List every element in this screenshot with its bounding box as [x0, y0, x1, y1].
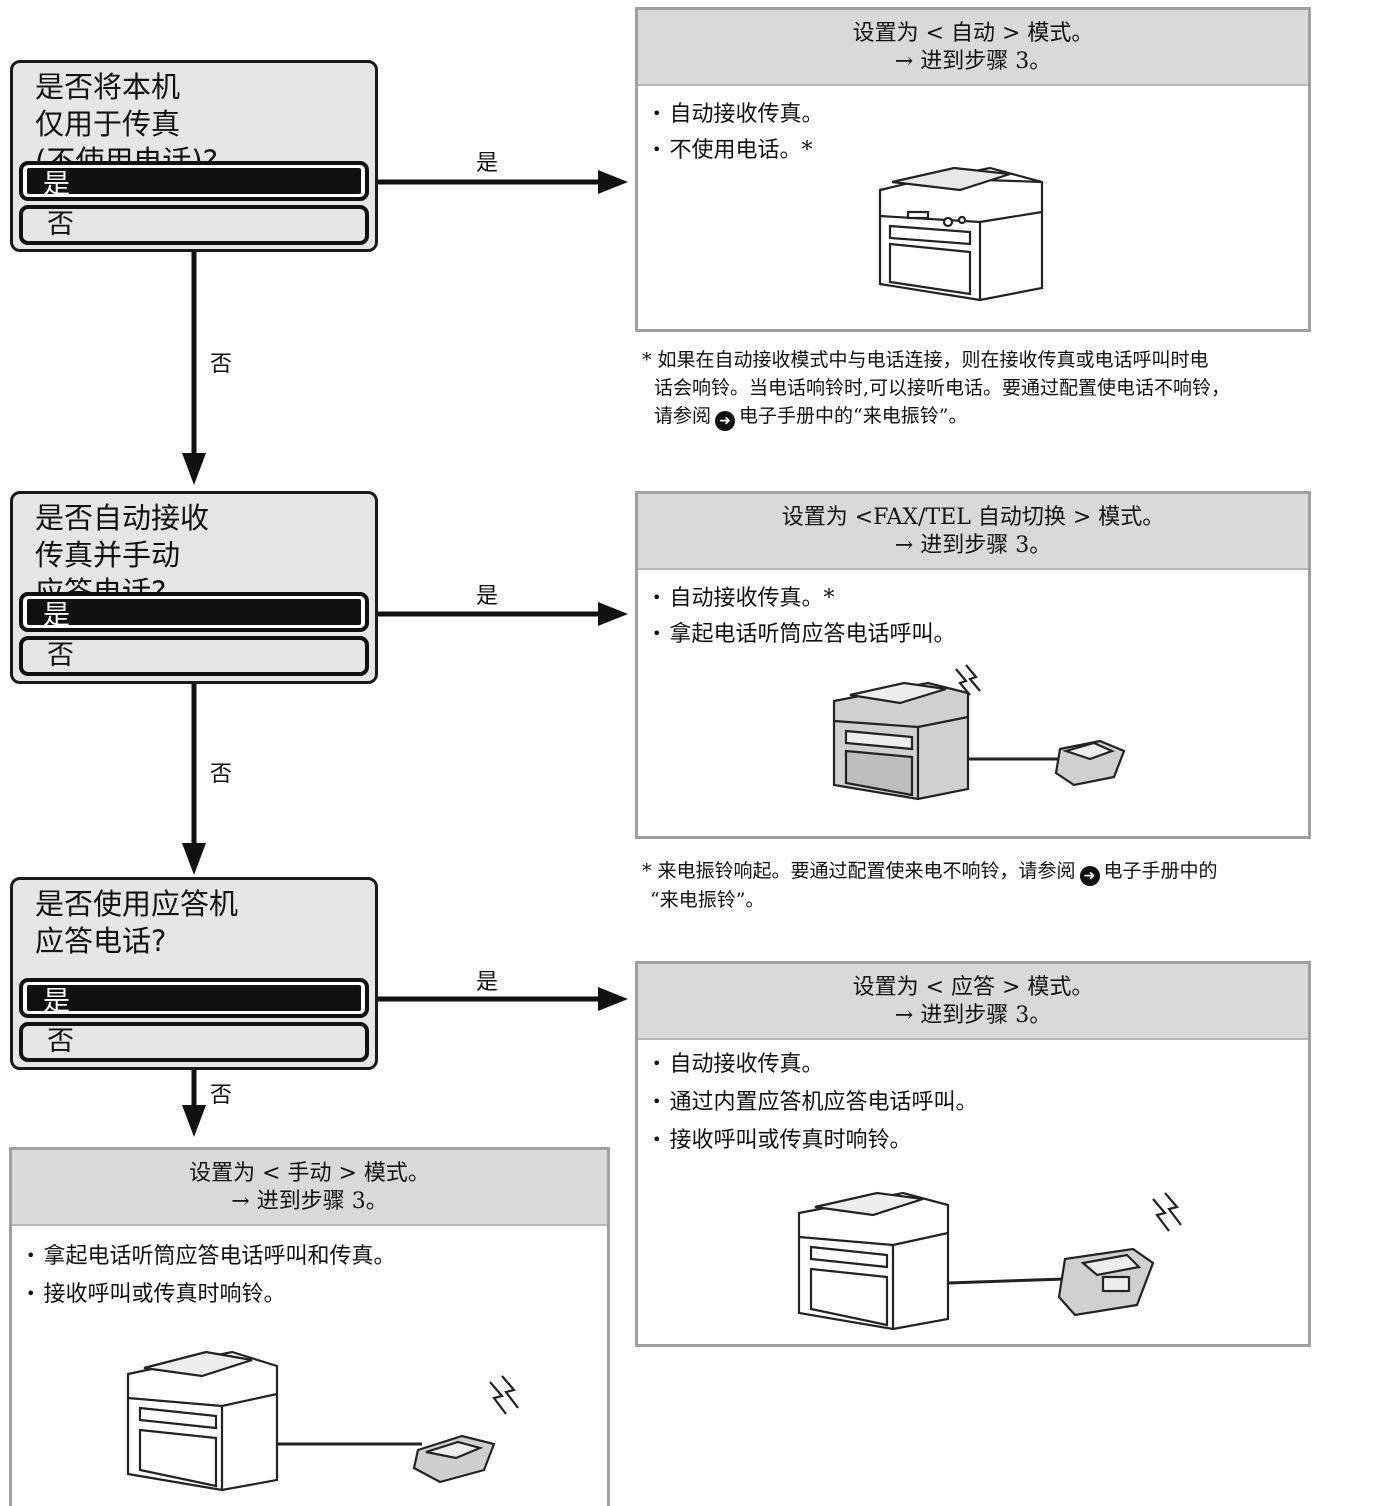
- option-no[interactable]: 否: [19, 205, 369, 245]
- footnote-auto: * 如果在自动接收模式中与电话连接，则在接收传真或电话呼叫时电 话会响铃。当电话…: [642, 349, 1231, 431]
- bullet-item: 接收呼叫或传真时响铃。: [26, 1276, 285, 1308]
- flow-label-no-3: 否: [210, 1083, 233, 1108]
- result-title: 设置为 < 手动 > 模式。: [189, 1161, 430, 1186]
- flow-label-yes-3: 是: [476, 970, 499, 995]
- result-fax-tel-mode: 设置为 <FAX/TEL 自动切换 > 模式。 → 进到步骤 3。 自动接收传真…: [635, 491, 1311, 839]
- option-no[interactable]: 否: [19, 1022, 369, 1062]
- printer-icon: [797, 1191, 950, 1331]
- option-yes[interactable]: 是: [19, 978, 369, 1018]
- ring-icon: [1152, 1192, 1182, 1232]
- result-answer-mode: 设置为 < 应答 > 模式。 → 进到步骤 3。 自动接收传真。 通过内置应答机…: [635, 961, 1311, 1347]
- question-text: 是否将本机 仅用于传真 (不使用电话)?: [35, 70, 218, 178]
- arrow-circle-icon: ➜: [1079, 866, 1100, 886]
- arrow-circle-icon: ➜: [715, 411, 736, 431]
- result-header: 设置为 < 自动 > 模式。 → 进到步骤 3。: [638, 10, 1308, 86]
- printer-answering-machine-illustration: [797, 1191, 1182, 1331]
- question-text: 是否使用应答机 应答电话?: [35, 887, 239, 958]
- question-panel-auto-fax-manual-phone: 是否自动接收 传真并手动 应答电话? 是 否: [10, 491, 378, 684]
- bullet-item: 通过内置应答机应答电话呼叫。: [652, 1084, 977, 1116]
- option-yes[interactable]: 是: [19, 592, 369, 632]
- bullet-item: 拿起电话听筒应答电话呼叫和传真。: [26, 1238, 395, 1270]
- flow-label-yes-1: 是: [476, 151, 499, 176]
- ring-icon: [489, 1375, 519, 1415]
- result-header: 设置为 < 手动 > 模式。 → 进到步骤 3。: [12, 1150, 607, 1226]
- bullet-item: 自动接收传真。: [652, 1046, 823, 1078]
- printer-icon: [126, 1350, 279, 1492]
- result-step: → 进到步骤 3。: [894, 1003, 1052, 1028]
- footnote-fax-tel: * 来电振铃响起。要通过配置使来电不响铃，请参阅➜电子手册中的 “来电振铃”。: [642, 860, 1218, 911]
- result-title: 设置为 < 应答 > 模式。: [852, 975, 1094, 1000]
- telephone-icon: [1054, 739, 1126, 787]
- printer-icon: [878, 166, 1044, 302]
- question-panel-answering-machine: 是否使用应答机 应答电话? 是 否: [10, 877, 378, 1070]
- arrow-yes-3-head: [598, 987, 628, 1011]
- printer-icon: [832, 681, 970, 801]
- result-step: → 进到步骤 3。: [894, 49, 1052, 74]
- result-header: 设置为 < 应答 > 模式。 → 进到步骤 3。: [638, 964, 1308, 1040]
- ring-icon: [955, 664, 981, 696]
- arrow-no-3-head: [182, 1105, 206, 1137]
- result-step: → 进到步骤 3。: [231, 1189, 388, 1214]
- arrow-yes-1-head: [598, 170, 628, 194]
- bullet-item: 自动接收传真。: [652, 96, 823, 128]
- flow-label-no-1: 否: [210, 352, 233, 377]
- telephone-icon: [412, 1434, 496, 1484]
- bullet-item: 拿起电话听筒应答电话呼叫。: [652, 616, 955, 648]
- result-title: 设置为 < 自动 > 模式。: [852, 21, 1094, 46]
- bullet-item: 不使用电话。*: [652, 132, 812, 164]
- printer-telephone-illustration: [832, 664, 1126, 801]
- result-auto-mode: 设置为 < 自动 > 模式。 → 进到步骤 3。 自动接收传真。 不使用电话。*: [635, 7, 1311, 332]
- result-header: 设置为 <FAX/TEL 自动切换 > 模式。 → 进到步骤 3。: [638, 494, 1308, 570]
- flow-label-yes-2: 是: [476, 584, 499, 609]
- option-no[interactable]: 否: [19, 636, 369, 676]
- telephone-icon: [1057, 1247, 1155, 1317]
- flow-label-no-2: 否: [210, 762, 233, 787]
- bullet-item: 接收呼叫或传真时响铃。: [652, 1122, 911, 1154]
- result-manual-mode: 设置为 < 手动 > 模式。 → 进到步骤 3。 拿起电话听筒应答电话呼叫和传真…: [9, 1147, 610, 1506]
- result-title: 设置为 <FAX/TEL 自动切换 > 模式。: [781, 505, 1165, 530]
- bullet-item: 自动接收传真。*: [652, 580, 834, 612]
- printer-telephone-illustration: [126, 1350, 519, 1492]
- arrow-yes-2-head: [598, 602, 628, 626]
- arrow-no-2-head: [182, 843, 206, 875]
- question-panel-fax-only: 是否将本机 仅用于传真 (不使用电话)? 是 否: [10, 60, 378, 252]
- option-yes[interactable]: 是: [19, 161, 369, 201]
- result-step: → 进到步骤 3。: [894, 533, 1052, 558]
- arrow-no-1-head: [182, 453, 206, 485]
